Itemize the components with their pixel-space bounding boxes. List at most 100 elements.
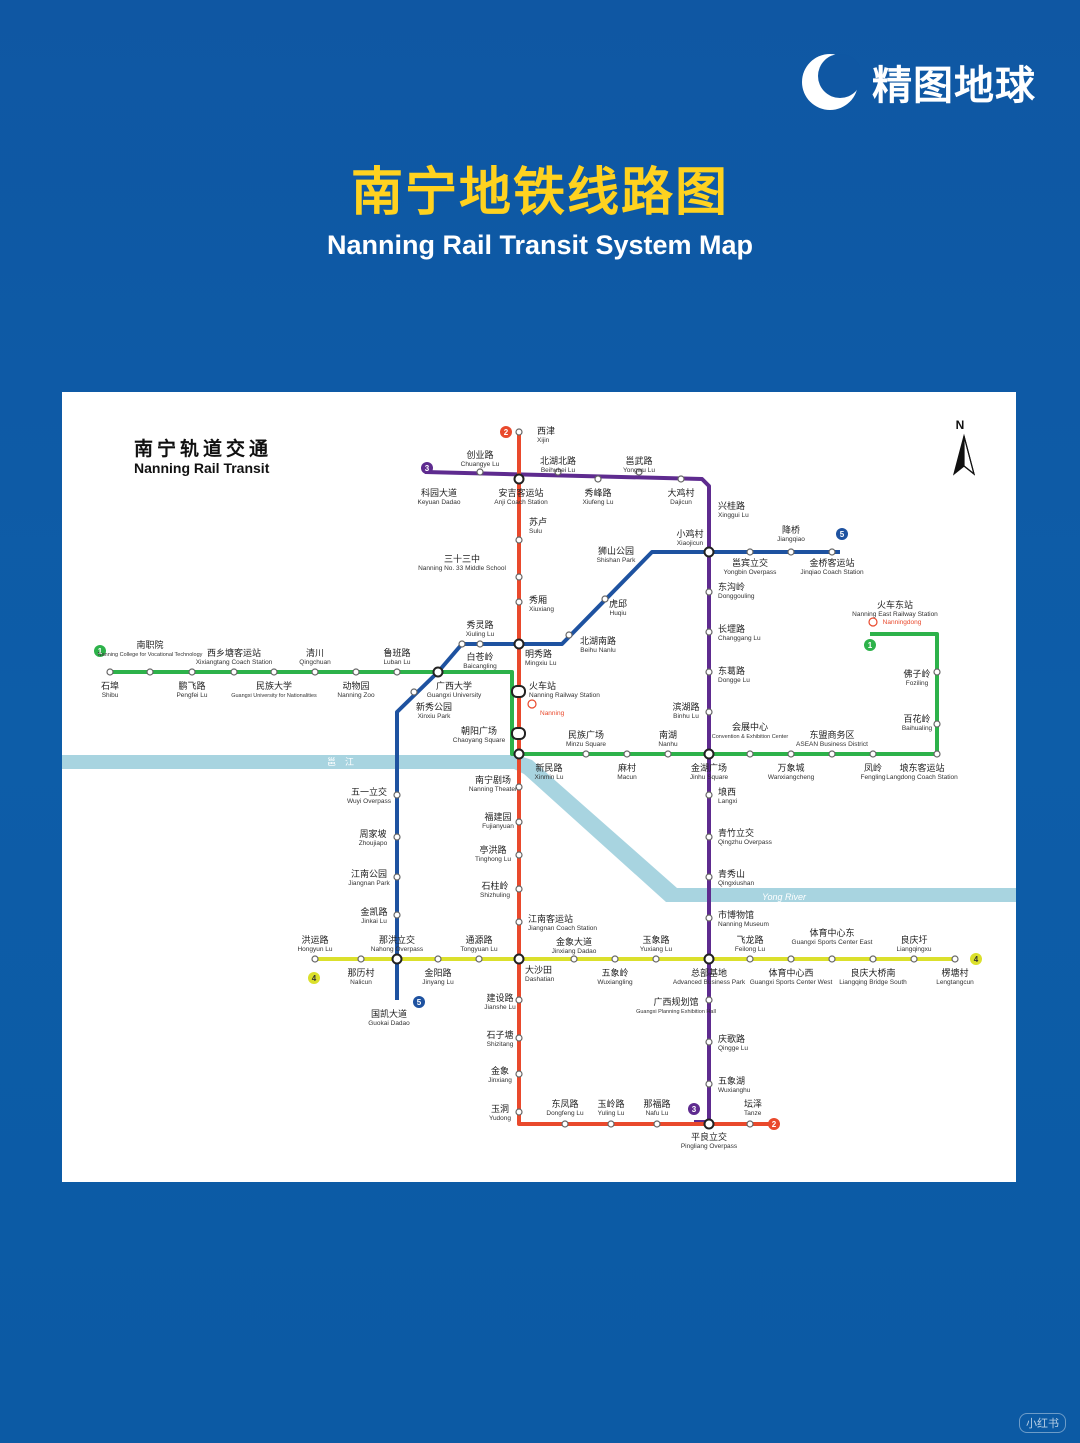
station-label-zh[interactable]: 狮山公园 [598, 546, 634, 557]
station-dot[interactable] [515, 996, 523, 1004]
station-label-zh[interactable]: 体育中心西 [768, 967, 813, 979]
station-dot[interactable] [515, 783, 523, 791]
station-label-zh[interactable]: 长堽路 [718, 623, 745, 635]
station-dot[interactable] [570, 955, 578, 963]
station-dot[interactable] [677, 475, 685, 483]
station-dot[interactable] [515, 1108, 523, 1116]
station-dot[interactable] [951, 955, 959, 963]
station-label-zh[interactable]: 新秀公园 [416, 701, 452, 713]
line-4-badge[interactable] [308, 972, 320, 984]
nanning-railway-station-marker[interactable] [511, 685, 526, 698]
station-label-zh[interactable]: 总部基地 [691, 967, 727, 979]
station-dot[interactable] [393, 791, 401, 799]
station-label-zh[interactable]: 建设路 [486, 992, 513, 1004]
station-label-zh[interactable]: 江南客运站 [528, 913, 573, 925]
station-label-zh[interactable]: 会展中心 [732, 721, 768, 733]
station-dot[interactable] [652, 955, 660, 963]
station-label-zh[interactable]: 金阳路 [424, 967, 451, 979]
station-label-zh[interactable]: 金象大道 [556, 936, 592, 948]
station-dot[interactable] [746, 955, 754, 963]
station-label-zh[interactable]: 降桥 [782, 524, 800, 536]
station-dot[interactable] [653, 1120, 661, 1128]
station-dot[interactable] [311, 955, 319, 963]
station-dot[interactable] [515, 918, 523, 926]
station-label-zh[interactable]: 埌东客运站 [899, 762, 944, 774]
station-label-zh[interactable]: 东沟岭 [718, 581, 745, 593]
station-label-zh[interactable]: 埌西 [718, 786, 736, 798]
station-dot[interactable] [106, 668, 114, 676]
station-label-zh[interactable]: 良庆圩 [900, 934, 927, 946]
station-label-zh[interactable]: 福建园 [484, 811, 511, 823]
station-dot[interactable] [787, 750, 795, 758]
station-dot[interactable] [393, 911, 401, 919]
station-label-zh[interactable]: 邕宾立交 [732, 557, 768, 569]
station-label-zh[interactable]: 亭洪路 [479, 844, 506, 856]
station-label-zh[interactable]: 创业路 [466, 449, 493, 461]
station-dot[interactable] [746, 1120, 754, 1128]
station-dot[interactable] [787, 955, 795, 963]
station-label-zh[interactable]: 民族大学 [256, 680, 292, 692]
station-dot[interactable] [476, 640, 484, 648]
station-label-zh[interactable]: 北湖南路 [580, 635, 616, 647]
station-label-zh[interactable]: 清川 [306, 647, 324, 659]
station-dot[interactable] [515, 1070, 523, 1078]
station-dot[interactable] [828, 548, 836, 556]
station-label-zh[interactable]: 洪运路 [301, 934, 328, 946]
station-label-zh[interactable]: 苏卢 [529, 516, 547, 528]
line-3-badge[interactable] [688, 1103, 700, 1115]
station-dot[interactable] [565, 631, 573, 639]
station-label-zh[interactable]: 广西规划馆 [653, 996, 698, 1008]
station-dot[interactable] [705, 668, 713, 676]
chaoyang-square-interchange[interactable] [511, 727, 526, 740]
transit-map[interactable]: 邕 江 Yong River 南宁轨道交通 Nanning Rail Trans… [62, 392, 1016, 1182]
station-dot[interactable] [828, 955, 836, 963]
station-dot[interactable] [515, 598, 523, 606]
station-dot[interactable] [432, 666, 444, 678]
station-label-zh[interactable]: 民族广场 [568, 729, 604, 741]
station-dot[interactable] [607, 1120, 615, 1128]
station-dot[interactable] [703, 748, 715, 760]
station-dot[interactable] [746, 548, 754, 556]
station-dot[interactable] [601, 595, 609, 603]
station-label-zh[interactable]: 西津 [537, 426, 555, 437]
line-5-badge[interactable] [836, 528, 848, 540]
station-dot[interactable] [705, 873, 713, 881]
station-dot[interactable] [746, 750, 754, 758]
station-dot[interactable] [391, 953, 403, 965]
station-dot[interactable] [513, 953, 525, 965]
station-label-zh[interactable]: 通源路 [465, 934, 492, 946]
station-label-zh[interactable]: 鲁班路 [383, 647, 410, 659]
station-label-zh[interactable]: 体育中心东 [809, 927, 854, 939]
station-dot[interactable] [705, 1038, 713, 1046]
station-label-zh[interactable]: 秀峰路 [584, 487, 611, 499]
station-dot[interactable] [188, 668, 196, 676]
station-dot[interactable] [357, 955, 365, 963]
station-dot[interactable] [475, 955, 483, 963]
station-label-zh[interactable]: 江南公园 [351, 868, 387, 880]
station-label-zh[interactable]: 广西大学 [436, 680, 472, 692]
station-dot[interactable] [515, 428, 523, 436]
station-dot[interactable] [703, 546, 715, 558]
station-dot[interactable] [623, 750, 631, 758]
station-label-zh[interactable]: 金湖广场 [691, 762, 727, 774]
station-label-zh[interactable]: 凤岭 [864, 762, 882, 774]
station-label-zh[interactable]: 金凯路 [360, 906, 387, 918]
station-label-zh[interactable]: 市博物馆 [718, 909, 754, 921]
station-dot[interactable] [594, 475, 602, 483]
station-dot[interactable] [611, 955, 619, 963]
station-dot[interactable] [664, 750, 672, 758]
station-dot[interactable] [703, 953, 715, 965]
station-label-zh[interactable]: 白苍岭 [466, 651, 493, 663]
station-label-zh[interactable]: 楞塘村 [941, 967, 968, 979]
station-label-zh[interactable]: 秀厢 [529, 594, 547, 606]
station-dot[interactable] [705, 914, 713, 922]
station-label-zh[interactable]: 金象 [491, 1065, 509, 1077]
station-dot[interactable] [393, 873, 401, 881]
station-label-zh[interactable]: 小鸡村 [676, 528, 703, 540]
line-2-badge[interactable] [768, 1118, 780, 1130]
station-label-zh[interactable]: 飞龙路 [736, 934, 763, 946]
station-dot[interactable] [869, 750, 877, 758]
station-label-zh[interactable]: 金桥客运站 [809, 557, 854, 569]
station-dot[interactable] [352, 668, 360, 676]
station-label-zh[interactable]: 五一立交 [351, 786, 387, 798]
